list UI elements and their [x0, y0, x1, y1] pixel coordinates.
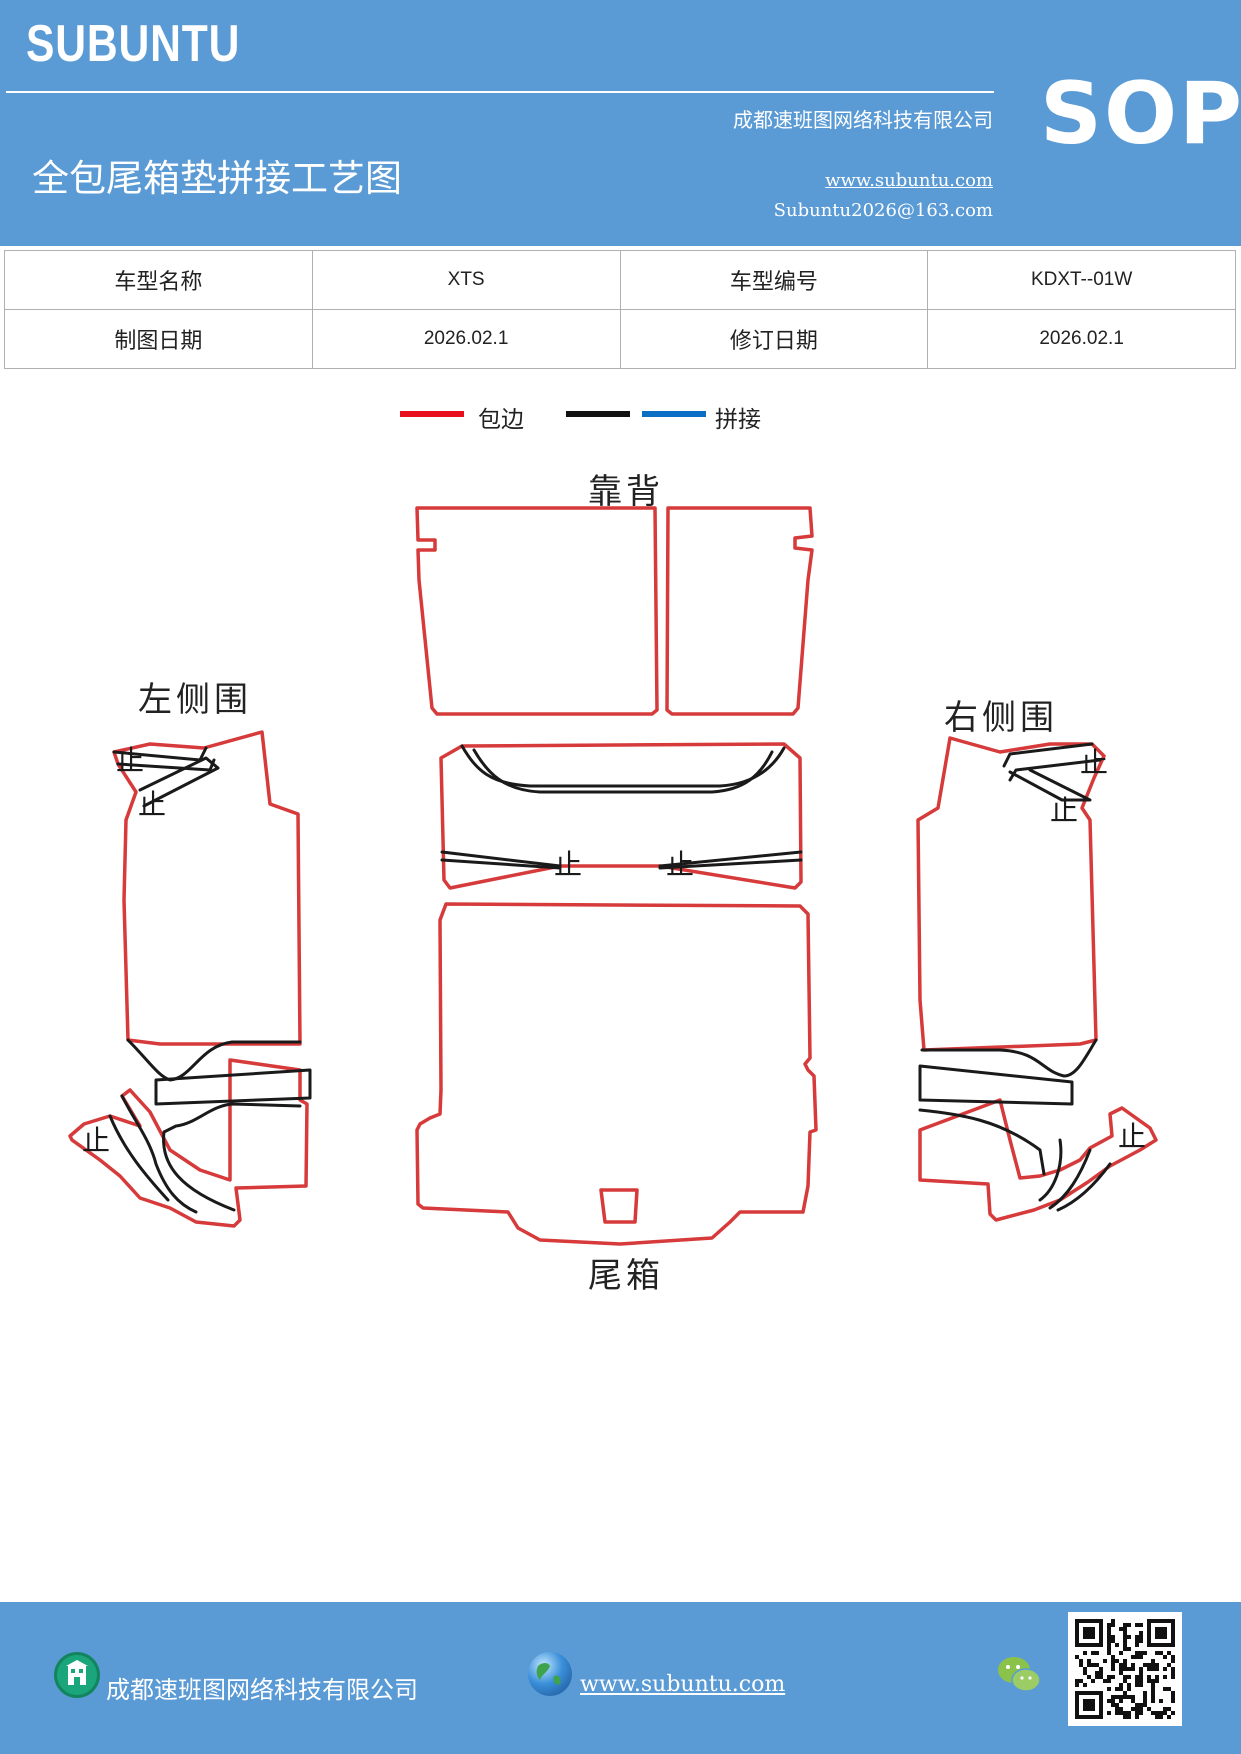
label-backrest: 靠背 — [588, 472, 664, 512]
page-title: 全包尾箱垫拼接工艺图 — [32, 157, 402, 200]
vehicle-info-table: 车型名称 XTS 车型编号 KDXT--01W 制图日期 2026.02.1 修… — [4, 250, 1236, 369]
footer-banner: 成都速班图网络科技有限公司 www.subuntu.com — [0, 1602, 1241, 1754]
value-revise-date: 2026.02.1 — [927, 309, 1236, 369]
value-model-name: XTS — [311, 250, 621, 310]
footer-company: 成都速班图网络科技有限公司 — [106, 1676, 418, 1704]
label-model-name: 车型名称 — [4, 250, 313, 310]
splice-diagram: 止 止 止 止 止 止 止 止 — [68, 506, 1158, 1246]
middle-seam-left-b — [440, 858, 562, 870]
qr-code — [1068, 1612, 1182, 1726]
stop-mark: 止 — [1050, 794, 1078, 827]
middle-seam-upper — [460, 744, 786, 788]
stop-mark: 止 — [1118, 1120, 1146, 1153]
label-left-side: 左侧围 — [138, 680, 252, 720]
header-website-link[interactable]: www.subuntu.com — [825, 170, 993, 191]
left-seam-curve-3 — [120, 1094, 198, 1214]
legend-label-seam: 拼接 — [715, 407, 761, 433]
footer-website-link[interactable]: www.subuntu.com — [580, 1672, 786, 1697]
label-model-code: 车型编号 — [619, 250, 929, 310]
table-row: 车型名称 XTS 车型编号 KDXT--01W — [4, 250, 1236, 310]
legend-swatch-black — [566, 411, 630, 417]
label-draw-date: 制图日期 — [4, 309, 313, 369]
right-side-panel — [916, 736, 1106, 1052]
left-seam-band-1 — [154, 1068, 312, 1106]
left-seam-curve-2 — [162, 1102, 302, 1212]
legend-swatch-seam — [642, 411, 706, 417]
backrest-left-panel — [415, 506, 659, 716]
trunk-floor-panel — [415, 902, 818, 1246]
sop-badge: SOP — [1040, 64, 1241, 164]
stop-mark: 止 — [666, 848, 694, 881]
right-seam-curve-3 — [1048, 1148, 1092, 1210]
right-side-lower — [918, 1098, 1158, 1222]
backrest-right-panel — [665, 506, 814, 716]
left-seam-curve-4 — [108, 1114, 170, 1202]
left-seam-curve-1 — [126, 1038, 302, 1082]
value-draw-date: 2026.02.1 — [311, 309, 621, 369]
legend-label-edge: 包边 — [478, 407, 524, 433]
right-seam-curve-2 — [1038, 1138, 1063, 1202]
stop-mark: 止 — [554, 848, 582, 881]
header-company: 成都速班图网络科技有限公司 — [733, 108, 993, 132]
value-model-code: KDXT--01W — [927, 250, 1236, 310]
left-side-lower — [68, 1058, 309, 1228]
stop-mark: 止 — [82, 1124, 110, 1157]
label-revise-date: 修订日期 — [619, 309, 929, 369]
middle-panel — [439, 742, 803, 890]
stop-mark: 止 — [116, 744, 144, 777]
middle-seam-left-a — [440, 850, 562, 868]
header-banner: SUBUNTU 成都速班图网络科技有限公司 全包尾箱垫拼接工艺图 www.sub… — [0, 0, 1241, 246]
header-divider — [6, 91, 994, 93]
globe-icon — [528, 1652, 572, 1696]
trunk-notch — [599, 1188, 639, 1224]
legend: 包边 拼接 — [400, 400, 820, 440]
header-email: Subuntu2026@163.com — [773, 200, 993, 221]
stop-mark: 止 — [138, 788, 166, 821]
stop-mark: 止 — [1080, 746, 1108, 779]
wechat-icon[interactable] — [996, 1654, 1042, 1700]
middle-seam-right-a — [658, 850, 803, 868]
right-seam-diag — [1008, 768, 1092, 802]
middle-seam-right-b — [658, 858, 803, 870]
building-icon — [54, 1652, 100, 1698]
middle-seam-lower — [472, 748, 774, 794]
right-seam-curve-1 — [920, 1038, 1098, 1078]
brand-logo: SUBUNTU — [26, 15, 241, 73]
right-seam-curve-4 — [1056, 1162, 1112, 1212]
label-trunk: 尾箱 — [588, 1256, 664, 1296]
right-seam-top-b — [1008, 758, 1102, 782]
right-seam-top-a — [1002, 742, 1094, 768]
right-seam-band-1 — [918, 1064, 1074, 1106]
left-side-panel — [112, 730, 302, 1046]
legend-swatch-edge — [400, 411, 464, 417]
right-seam-band-2 — [918, 1108, 1046, 1176]
table-row: 制图日期 2026.02.1 修订日期 2026.02.1 — [4, 309, 1236, 369]
label-right-side: 右侧围 — [944, 698, 1058, 738]
left-seam-diag — [138, 756, 220, 808]
